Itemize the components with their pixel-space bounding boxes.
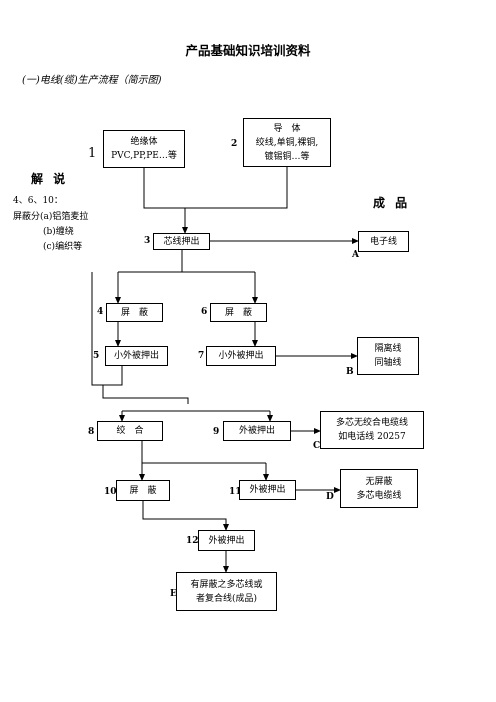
page-subtitle: (一)电线(缆)生产流程（简示图) xyxy=(22,75,162,86)
connector-2-to-join xyxy=(185,167,288,209)
step-6-number: 6 xyxy=(201,307,208,317)
explanation-line-1: 4、6、10： xyxy=(13,196,63,206)
step-5-number: 5 xyxy=(93,351,100,361)
product-b-shielded-coax-box: 隔离线同轴线 xyxy=(357,337,419,375)
explanation-line-4: (c)编织等 xyxy=(43,242,83,252)
step-2-number: 2 xyxy=(231,139,238,149)
product-d-unshielded-multicore-box: 无屏蔽多芯电缆线 xyxy=(340,469,418,508)
explanation-line-3: (b)缠绕 xyxy=(43,227,74,237)
product-a-letter: A xyxy=(352,250,359,260)
step-4-shielding-box: 屏 蔽 xyxy=(106,303,163,322)
step-10-shielding-box: 屏 蔽 xyxy=(116,480,170,501)
explanation-header: 解 说 xyxy=(31,172,69,186)
step-6-shielding-box: 屏 蔽 xyxy=(210,303,267,322)
product-b-letter: B xyxy=(346,367,354,377)
step-8-number: 8 xyxy=(88,427,95,437)
step-3-number: 3 xyxy=(144,236,151,246)
step-5-small-jacket-box: 小外被押出 xyxy=(105,346,168,366)
step-7-number: 7 xyxy=(198,351,205,361)
step-12-number: 12 xyxy=(186,536,199,546)
step-7-small-jacket-box: 小外被押出 xyxy=(206,346,276,366)
step-1-number: 1 xyxy=(88,146,97,161)
connector-10-down xyxy=(142,501,229,531)
product-e-letter: E xyxy=(170,589,177,599)
product-c-multicore-unstranded-box: 多芯无绞合电缆线如电话线 20257 xyxy=(320,411,424,449)
step-2-conductor-box: 导 体绞线,单铜,裸铜,镀锡铜…等 xyxy=(243,118,331,167)
step-9-jacket-box: 外被押出 xyxy=(223,421,291,441)
step-8-stranding-box: 绞 合 xyxy=(97,421,163,441)
product-c-letter: C xyxy=(313,441,321,451)
product-d-letter: D xyxy=(326,492,334,502)
connector-1-to-join xyxy=(143,168,185,209)
connector-5-down xyxy=(103,366,123,386)
step-11-jacket-box: 外被押出 xyxy=(239,480,296,500)
finished-products-header: 成 品 xyxy=(373,196,411,210)
step-12-jacket-box: 外被押出 xyxy=(198,530,255,551)
connector-merge-to-8 xyxy=(102,385,189,404)
step-4-number: 4 xyxy=(97,307,104,317)
explanation-line-2: 屏蔽分(a)铝箔麦拉 xyxy=(13,212,89,222)
page-title: 产品基础知识培训资料 xyxy=(185,43,311,58)
step-9-number: 9 xyxy=(213,427,220,437)
connector-bypass-left xyxy=(91,272,103,386)
step-3-core-extrusion-box: 芯线押出 xyxy=(153,233,210,250)
step-10-number: 10 xyxy=(104,487,117,497)
product-a-electronic-wire-box: 电子线 xyxy=(358,231,409,252)
product-e-composite-cable-box: 有屏蔽之多芯线或者复合线(成品) xyxy=(176,572,277,611)
step-11-number: 11 xyxy=(229,487,242,497)
